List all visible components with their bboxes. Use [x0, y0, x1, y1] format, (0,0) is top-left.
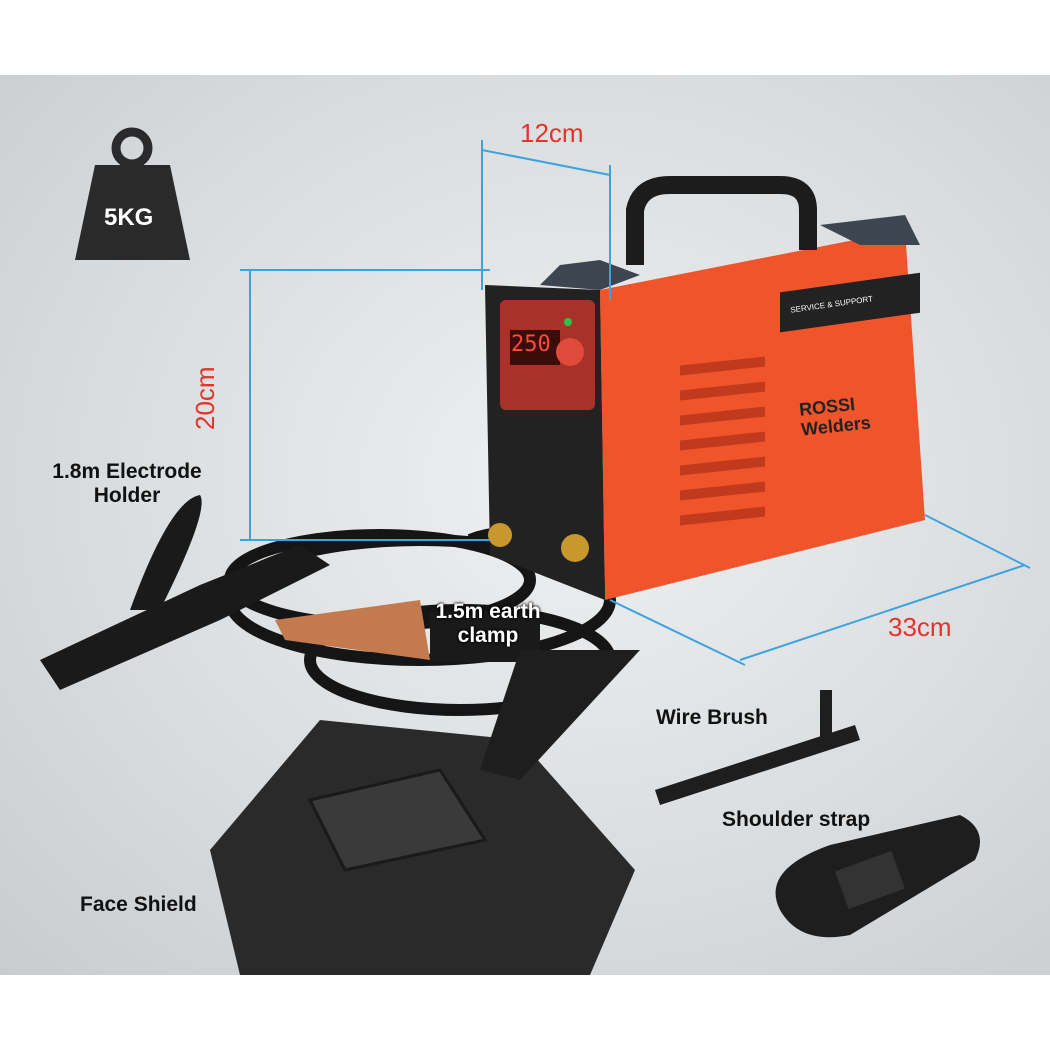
weight-label: 5KG [104, 204, 154, 231]
electrode-holder [40, 495, 330, 690]
depth-dimension: 12cm [520, 118, 584, 148]
earth-clamp-label: 1.5m earth clamp [435, 600, 541, 647]
wire-brush [655, 690, 860, 805]
height-dimension: 20cm [190, 366, 220, 430]
welder-body [485, 176, 925, 600]
display-readout: 250 [511, 332, 551, 357]
wire-brush-label: Wire Brush [656, 706, 768, 729]
face-shield-label: Face Shield [80, 893, 197, 916]
length-dimension: 33cm [888, 612, 952, 642]
shoulder-strap-label: Shoulder strap [722, 808, 871, 831]
dimension-lines [240, 140, 1031, 666]
weight-icon [75, 127, 190, 260]
shoulder-strap [775, 815, 980, 938]
face-shield [210, 650, 640, 975]
electrode-holder-label: 1.8m Electrode Holder [52, 460, 202, 507]
